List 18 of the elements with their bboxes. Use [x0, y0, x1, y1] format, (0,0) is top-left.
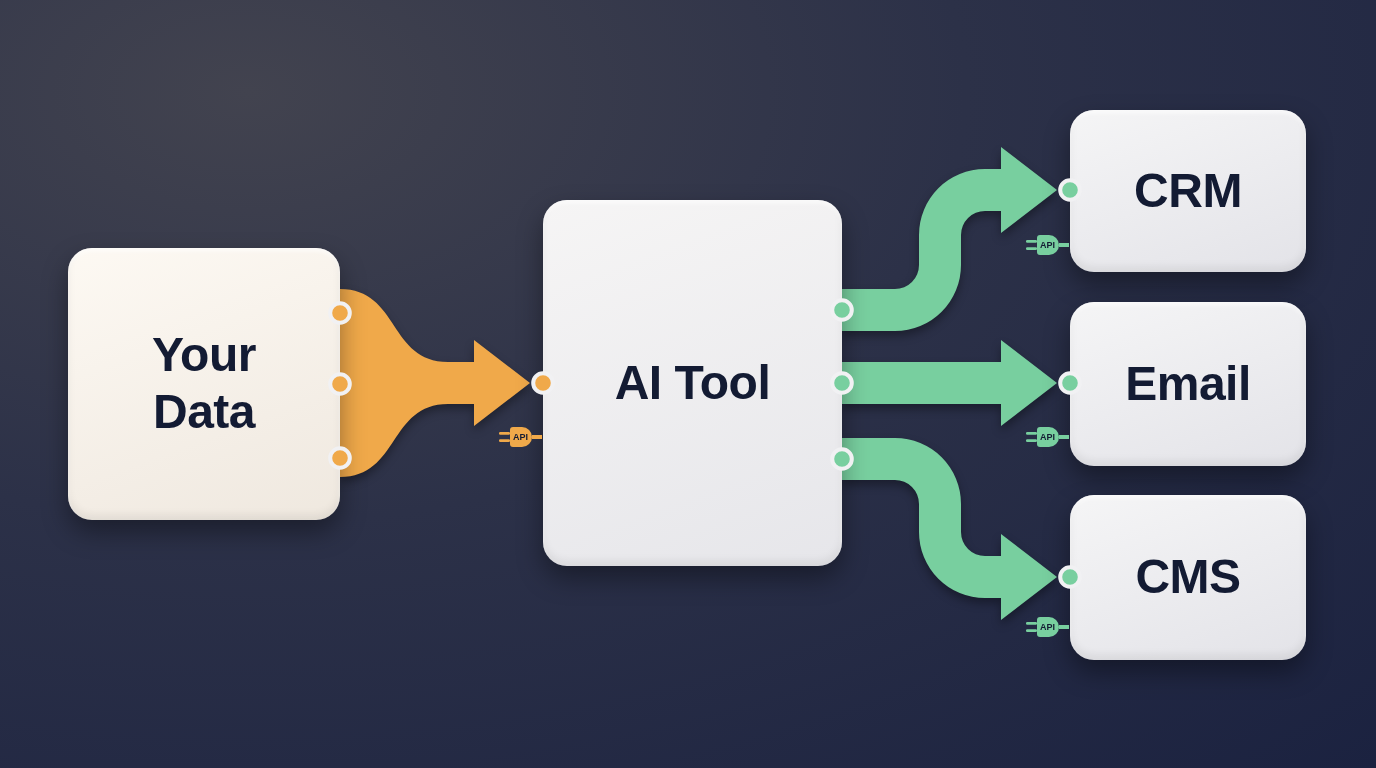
flow-arrow [842, 438, 1057, 620]
node-label: Email [1125, 355, 1251, 412]
flow-arrow [842, 147, 1057, 331]
process-box [543, 200, 842, 566]
process-box [1070, 495, 1306, 660]
node-label: CRM [1134, 162, 1242, 219]
node-label: CMS [1135, 549, 1241, 606]
node-label: Your Data [151, 327, 257, 440]
process-box [1070, 110, 1306, 272]
plug-label: API [1037, 235, 1059, 255]
node-label: AI Tool [614, 354, 771, 411]
process-box [1070, 302, 1306, 466]
plug-label: API [1037, 427, 1059, 447]
process-box [68, 248, 340, 520]
flow-arrow [340, 289, 530, 477]
flow-arrow [842, 340, 1057, 426]
plug-label: API [1037, 617, 1059, 637]
plug-label: API [510, 427, 532, 447]
